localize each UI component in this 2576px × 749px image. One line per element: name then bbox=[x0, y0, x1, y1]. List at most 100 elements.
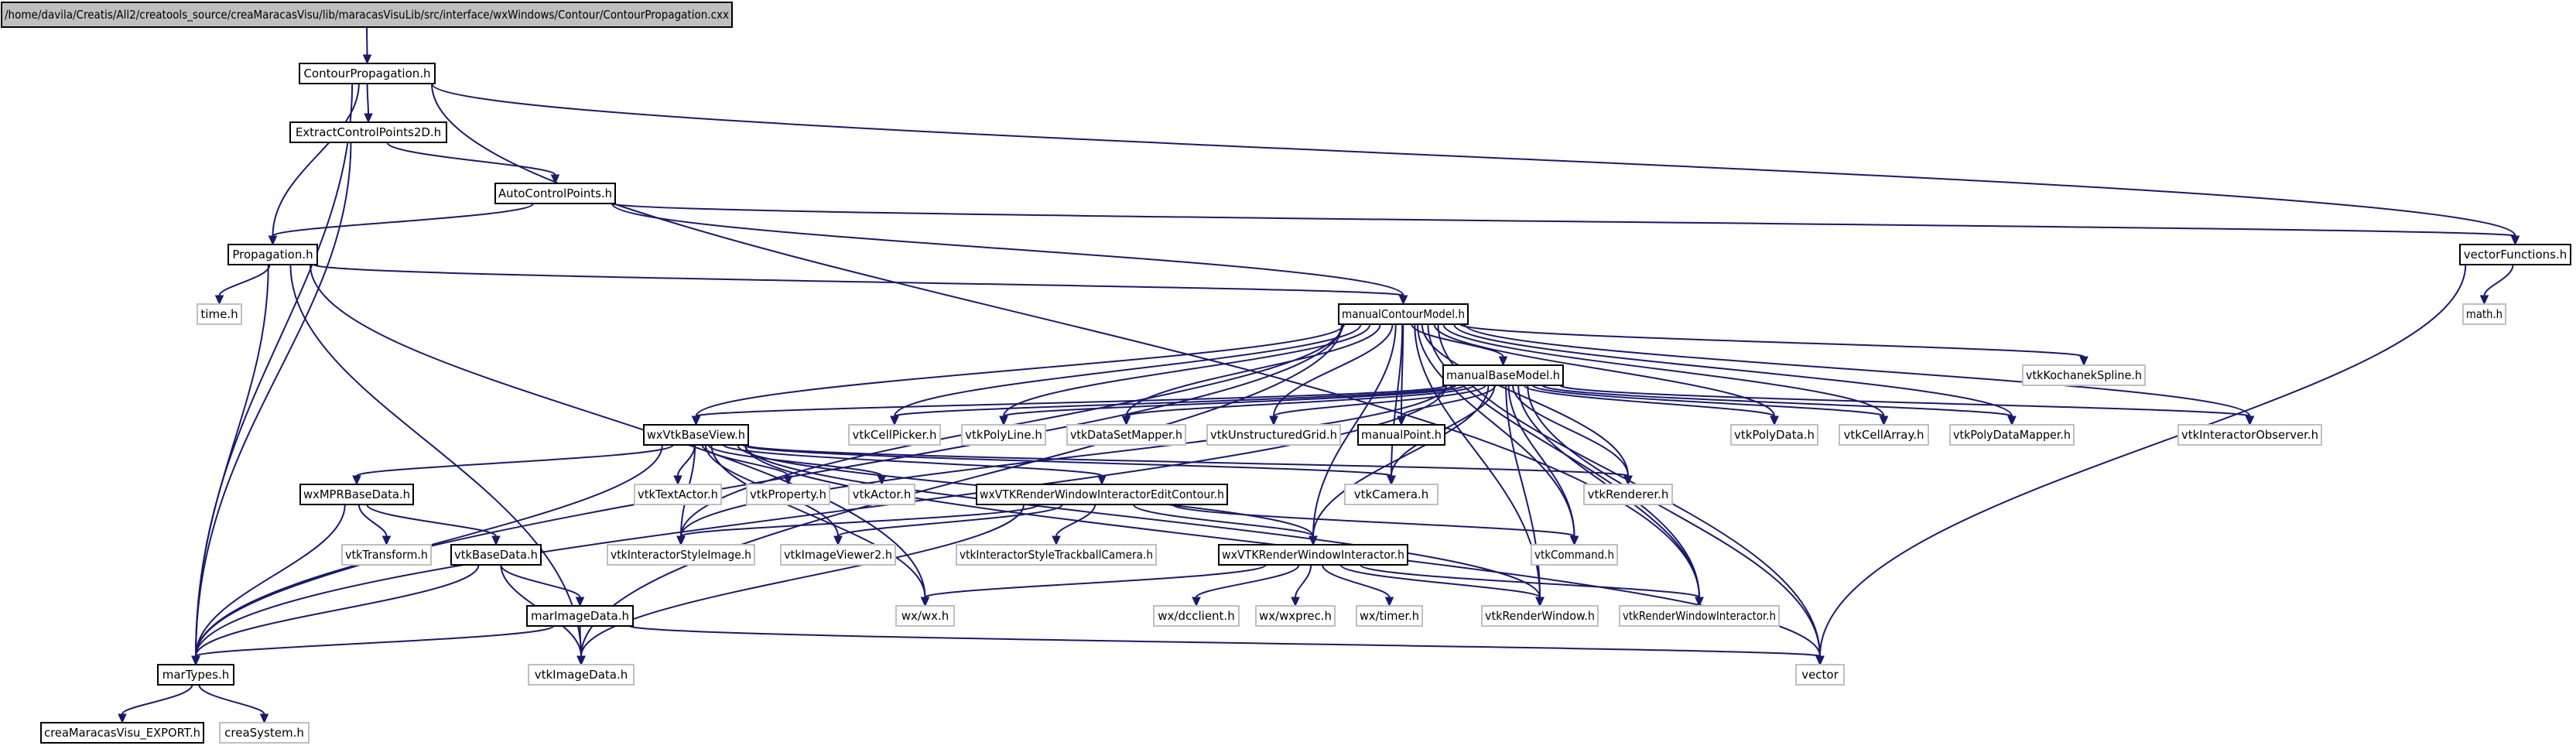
edges-layer bbox=[118, 26, 2520, 724]
node-box bbox=[1255, 605, 1336, 627]
node-box bbox=[956, 544, 1157, 566]
node-transform: vtkTransform.h bbox=[341, 544, 432, 566]
node-label: vtkDataSetMapper.h bbox=[1070, 428, 1182, 442]
edge-line bbox=[744, 444, 1629, 477]
node-label: vtkCellPicker.h bbox=[852, 428, 936, 442]
node-label: vtkPolyLine.h bbox=[965, 428, 1042, 442]
node-label: vtkPolyData.h bbox=[1734, 428, 1815, 442]
node-box bbox=[1338, 303, 1469, 325]
node-label: vector bbox=[1801, 668, 1839, 682]
arrowhead bbox=[214, 295, 224, 306]
edge-wxvtkbaseview-to-wxmpr bbox=[352, 444, 674, 486]
node-mcm[interactable]: manualContourModel.h bbox=[1338, 303, 1469, 325]
edge-vectorfunc-to-mathh bbox=[2479, 264, 2514, 306]
node-marimage[interactable]: marImageData.h bbox=[526, 605, 634, 627]
node-label: AutoControlPoints.h bbox=[498, 186, 612, 200]
node-root[interactable]: /home/davila/Creatis/All2/creatools_sour… bbox=[1, 2, 733, 28]
node-label: time.h bbox=[200, 307, 238, 321]
node-box bbox=[299, 63, 436, 84]
node-box bbox=[1218, 544, 1408, 566]
arrowhead bbox=[2245, 416, 2255, 426]
edge-mcm-to-kochanek bbox=[1459, 323, 2089, 367]
edge-mcm-to-renderer bbox=[1421, 323, 1633, 486]
edge-line bbox=[195, 142, 352, 657]
node-wxvtkriec[interactable]: wxVTKRenderWindowInteractorEditContour.h bbox=[976, 484, 1228, 505]
edge-line bbox=[1559, 385, 2251, 417]
edge-line bbox=[1312, 323, 1397, 537]
node-box bbox=[848, 484, 915, 505]
arrowhead bbox=[1269, 416, 1278, 426]
edge-mbm-to-wxvtkbaseview bbox=[691, 385, 1447, 426]
node-box bbox=[607, 544, 755, 566]
edge-line bbox=[1401, 385, 1497, 417]
edge-line bbox=[924, 564, 1267, 598]
node-cellarray: vtkCellArray.h bbox=[1839, 424, 1929, 446]
node-contourprop[interactable]: ContourPropagation.h bbox=[299, 63, 436, 84]
edge-line bbox=[710, 444, 926, 598]
node-autocp[interactable]: AutoControlPoints.h bbox=[494, 183, 616, 204]
edge-line bbox=[198, 684, 265, 715]
node-label: vtkInteractorObserver.h bbox=[2181, 428, 2318, 442]
node-label: wx/wxprec.h bbox=[1259, 609, 1332, 623]
edge-contourprop-to-rwinteractor bbox=[431, 83, 1704, 607]
edge-line bbox=[680, 385, 1447, 537]
edge-line bbox=[431, 83, 1700, 598]
node-box bbox=[197, 303, 242, 325]
edge-wxvtkbaseview-to-camera bbox=[742, 444, 1396, 486]
node-box bbox=[895, 605, 955, 627]
node-label: vtkImageData.h bbox=[535, 668, 628, 682]
node-textactor: vtkTextActor.h bbox=[634, 484, 722, 505]
edge-line bbox=[1527, 385, 1821, 657]
edge-martypes-to-cresystem bbox=[198, 684, 269, 724]
node-manualpoint[interactable]: manualPoint.h bbox=[1357, 424, 1445, 446]
node-box bbox=[1357, 424, 1445, 446]
node-wxmpr[interactable]: wxMPRBaseData.h bbox=[299, 484, 414, 505]
arrowhead bbox=[920, 597, 930, 607]
node-actor: vtkActor.h bbox=[848, 484, 915, 505]
node-propagation[interactable]: Propagation.h bbox=[227, 244, 318, 265]
node-dcclient: wx/dcclient.h bbox=[1153, 605, 1240, 627]
edge-line bbox=[695, 385, 1447, 417]
node-box bbox=[1206, 424, 1341, 446]
node-vector: vector bbox=[1795, 664, 1845, 686]
node-extract[interactable]: ExtractControlPoints2D.h bbox=[289, 121, 447, 143]
edge-line bbox=[707, 444, 883, 477]
node-wxvtkrwi[interactable]: wxVTKRenderWindowInteractor.h bbox=[1218, 544, 1408, 566]
node-export[interactable]: creaMaracasVisu_EXPORT.h bbox=[40, 722, 204, 744]
arrowhead bbox=[491, 535, 501, 546]
edge-contourprop-to-extract bbox=[364, 83, 373, 124]
edge-line bbox=[195, 625, 555, 657]
edge-propagation-to-mcm bbox=[313, 264, 1408, 306]
arrowhead bbox=[118, 713, 127, 724]
edge-line bbox=[1312, 385, 1490, 537]
arrowhead bbox=[2510, 235, 2520, 246]
node-box bbox=[1356, 605, 1423, 627]
node-label: manualPoint.h bbox=[1361, 428, 1442, 442]
edge-mbm-to-pdmapper bbox=[1541, 385, 2017, 426]
edge-line bbox=[1132, 504, 1314, 537]
edge-line bbox=[680, 504, 1040, 537]
node-basedata[interactable]: vtkBaseData.h bbox=[450, 544, 542, 566]
node-martypes[interactable]: marTypes.h bbox=[157, 664, 234, 686]
edge-mbm-to-ugrid bbox=[1269, 385, 1486, 426]
node-wxvtkbaseview[interactable]: wxVtkBaseView.h bbox=[643, 424, 749, 446]
edge-line bbox=[195, 504, 346, 657]
node-label: vtkInteractorStyleImage.h bbox=[611, 548, 751, 562]
node-rwinteractor: vtkRenderWindowInteractor.h bbox=[1619, 605, 1780, 627]
edge-mbm-to-cellpicker bbox=[890, 385, 1457, 426]
node-mbm[interactable]: manualBaseModel.h bbox=[1442, 364, 1564, 386]
node-wxprec: wx/wxprec.h bbox=[1255, 605, 1336, 627]
node-vectorfunc[interactable]: vectorFunctions.h bbox=[2459, 244, 2571, 265]
arrowhead bbox=[1291, 597, 1300, 607]
edge-mbm-to-cellarray bbox=[1531, 385, 1889, 426]
arrowhead bbox=[1569, 535, 1579, 546]
edge-marimage-to-imagedata bbox=[576, 625, 586, 666]
edge-basedata-to-martypes bbox=[191, 564, 480, 666]
arrowhead bbox=[576, 655, 586, 666]
edge-line bbox=[894, 385, 1457, 417]
arrowhead bbox=[1097, 475, 1107, 486]
node-dsmapper: vtkDataSetMapper.h bbox=[1066, 424, 1186, 446]
node-pdmapper: vtkPolyDataMapper.h bbox=[1949, 424, 2075, 446]
edge-line bbox=[121, 684, 193, 715]
